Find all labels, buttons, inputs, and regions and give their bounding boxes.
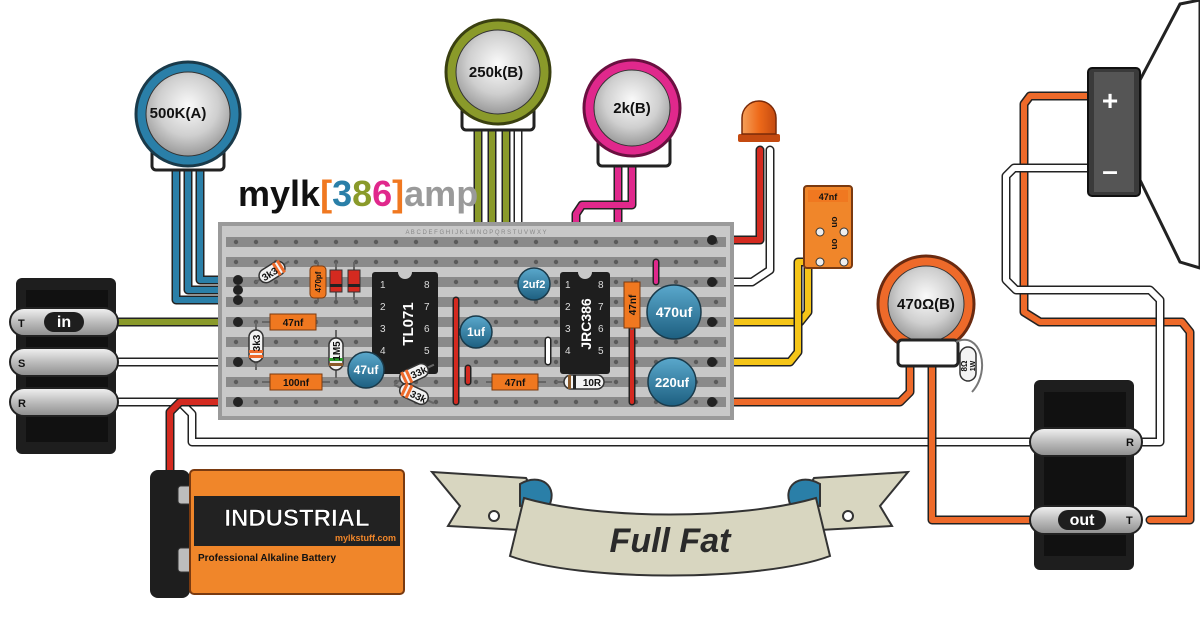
capacitor-label: 470pf	[314, 271, 323, 292]
jack-pin-t: T	[18, 318, 25, 330]
switch-lug	[839, 227, 849, 237]
speaker-plus: +	[1102, 85, 1118, 116]
battery-brand: INDUSTRIAL	[224, 505, 369, 532]
resistor-8ohm: 8Ω 1W	[955, 338, 983, 393]
resistor-label: 8Ω	[960, 360, 969, 371]
title-digit-6: 6	[372, 173, 392, 214]
capacitor-label: 47uf	[354, 363, 380, 377]
full-fat-banner: Full Fat	[429, 470, 911, 577]
capacitor-470uf: 470uf	[646, 284, 702, 340]
jack-pin-s: S	[18, 358, 25, 370]
ic-pin-label: 1	[565, 280, 571, 291]
speaker-minus: –	[1102, 155, 1118, 186]
capacitor-label: 47nf	[505, 378, 526, 389]
ic-pin-label: 8	[424, 280, 430, 291]
page-title: mylk[386]amp	[238, 173, 478, 214]
battery-site: mylkstuff.com	[335, 533, 396, 543]
title-digit-3: 3	[332, 173, 352, 214]
input-jack[interactable]: in T S R	[9, 278, 119, 454]
ic-pin-label: 4	[565, 346, 571, 357]
ic-pin-label: 2	[380, 302, 386, 313]
capacitor-100nf: 100nf	[262, 373, 330, 391]
pot-output[interactable]: 470Ω(B)	[876, 254, 976, 368]
capacitor-2uf2: 2uf2	[517, 267, 551, 301]
ic-pin-label: 1	[380, 280, 386, 291]
jack-pin-r: R	[1126, 437, 1134, 449]
capacitor-470pf: 470pf	[309, 262, 327, 302]
capacitor-label: 47nf	[628, 294, 639, 315]
capacitor-220uf: 220uf	[647, 357, 697, 407]
title-amp: amp	[404, 173, 478, 214]
capacitor-47nf-c: 47nf	[623, 278, 641, 330]
resistor-label: 1M5	[332, 341, 343, 361]
switch-lug	[815, 227, 825, 237]
ic-pin-label: 2	[565, 302, 571, 313]
pot-label: 470Ω(B)	[897, 296, 955, 313]
output-jack-label: out	[1070, 512, 1096, 529]
ic-tl071: 1 2 3 4 8 7 6 5 TL071	[372, 272, 438, 374]
battery-type: Professional Alkaline Battery	[198, 553, 336, 564]
ic-jrc386: 1 2 3 4 8 7 6 5 JRC386	[560, 272, 610, 374]
capacitor-1uf: 1uf	[459, 315, 493, 349]
ic-label-jrc386: JRC386	[578, 298, 594, 350]
ic-pin-label: 7	[424, 302, 430, 313]
volume-pot-wires	[171, 160, 243, 305]
ic-pin-label: 8	[598, 280, 604, 291]
pot-gain[interactable]: 250k(B)	[444, 18, 552, 132]
resistor-label: 3k3	[252, 334, 263, 351]
ic-pin-label: 6	[598, 324, 604, 335]
pot-label: 250k(B)	[469, 64, 523, 81]
switch-lug	[815, 257, 825, 267]
column-letters: A B C D E F G H I J K L M N O P Q R S T …	[405, 230, 546, 236]
battery: INDUSTRIAL mylkstuff.com Professional Al…	[150, 469, 405, 598]
resistor-label: 10R	[583, 378, 602, 389]
capacitor-47nf-a: 47nf	[262, 313, 318, 331]
pot-tone[interactable]: 2k(B)	[582, 58, 682, 168]
capacitor-47nf-b: 47nf	[486, 373, 546, 391]
ic-pin-label: 5	[598, 346, 604, 357]
title-mylk: mylk	[238, 173, 321, 214]
pot-label: 2k(B)	[613, 100, 651, 117]
pot-label: 500K(A)	[150, 105, 207, 122]
resistor-1m5: 1M5	[328, 330, 344, 378]
ic-pin-label: 7	[598, 302, 604, 313]
capacitor-label: 1uf	[467, 325, 486, 339]
toggle-switch[interactable]: 47nf on on	[803, 185, 853, 269]
resistor-10r: 10R	[556, 374, 612, 390]
jack-pin-t: T	[1126, 515, 1133, 527]
speaker: + –	[1087, 0, 1200, 270]
capacitor-label: 2uf2	[523, 279, 546, 291]
title-digit-8: 8	[352, 173, 372, 214]
ic-pin-label: 3	[380, 324, 386, 335]
switch-lug	[839, 257, 849, 267]
pot-volume[interactable]: 500K(A)	[134, 60, 242, 172]
banner-text: Full Fat	[610, 522, 733, 560]
capacitor-47uf: 47uf	[347, 351, 385, 389]
jack-pin-r: R	[18, 398, 26, 410]
ic-pin-label: 6	[424, 324, 430, 335]
capacitor-label: 47nf	[819, 192, 839, 202]
svg-text:mylk[386]amp: mylk[386]amp	[238, 173, 478, 214]
ic-pin-label: 5	[424, 346, 430, 357]
resistor-3k3-vertical: 3k3	[248, 322, 264, 370]
switch-label-top: on	[830, 217, 840, 228]
ic-pin-label: 4	[380, 346, 386, 357]
output-jack[interactable]: out R T	[1029, 380, 1143, 570]
resistor-33k-a: 33k	[393, 362, 435, 386]
resistor-33k-b: 33k	[393, 382, 435, 406]
resistor-power-label: 1W	[970, 360, 977, 371]
ic-label-tl071: TL071	[400, 302, 417, 345]
title-bracket-open: [	[320, 173, 332, 214]
diodes	[329, 262, 361, 300]
capacitor-label: 470uf	[656, 304, 693, 320]
switch-label-bottom: on	[830, 239, 840, 250]
capacitor-label: 47nf	[283, 318, 304, 329]
led	[738, 100, 780, 142]
ic-pin-label: 3	[565, 324, 571, 335]
input-jack-label: in	[57, 314, 71, 331]
title-bracket-close: ]	[392, 173, 404, 214]
capacitor-label: 100nf	[283, 378, 310, 389]
capacitor-label: 220uf	[655, 375, 690, 390]
